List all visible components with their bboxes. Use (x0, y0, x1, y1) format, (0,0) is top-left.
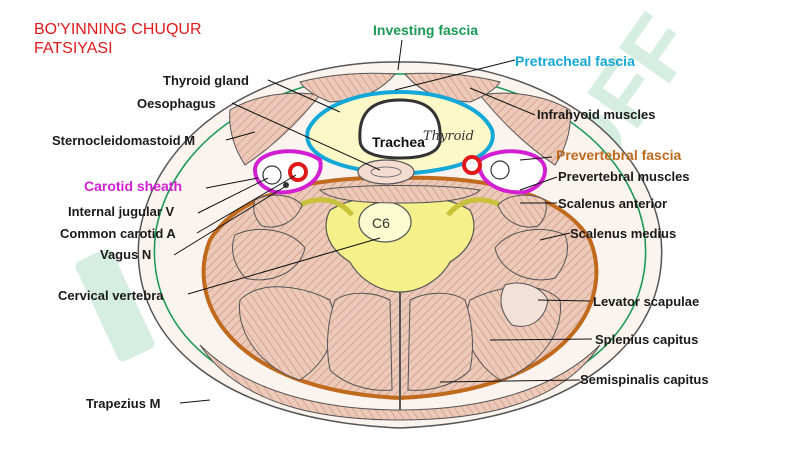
label-vagus: Vagus N (100, 247, 152, 262)
trachea-label: Trachea (372, 134, 425, 150)
scalenus-anterior-left (253, 194, 303, 228)
diagram-title: BO'YINNING CHUQUR FATSIYASI (34, 20, 202, 58)
scalenus-medius-right (494, 228, 568, 281)
label-scalenus-medius: Scalenus medius (570, 226, 677, 241)
internal-jugular-vein-right (490, 160, 510, 180)
label-investing-fascia: Investing fascia (373, 22, 479, 38)
sternocleidomastoid-left (229, 92, 321, 166)
vertebral-body-label: C6 (372, 215, 390, 231)
trapezius-muscle (199, 344, 601, 421)
label-sternocleidomastoid: Sternocleidomastoid M (52, 133, 196, 148)
leader-lines (173, 39, 593, 404)
scalenus-medius-left (232, 228, 306, 281)
label-cervical-vertebra: Cervical vertebra (58, 288, 164, 303)
label-levator-scapulae: Levator scapulae (593, 294, 700, 309)
internal-jugular-vein-left (262, 165, 282, 185)
label-prevertebral-fascia: Prevertebral fascia (556, 147, 682, 163)
label-infrahyoid-muscles: Infrahyoid muscles (537, 107, 656, 122)
semispinalis-capitus-right (407, 292, 473, 391)
label-splenius-capitus: Splenius capitus (595, 332, 699, 347)
transverse-processes (298, 197, 502, 217)
title-line-2: FATSIYASI (34, 40, 113, 57)
semispinalis-capitus-left (327, 292, 393, 391)
oesophagus-lumen (370, 166, 402, 178)
label-internal-jugular: Internal jugular V (68, 204, 175, 219)
label-thyroid-gland: Thyroid gland (163, 73, 249, 88)
label-scalenus-anterior: Scalenus anterior (558, 196, 668, 211)
label-pretracheal-fascia: Pretracheal fascia (515, 53, 635, 69)
common-carotid-artery-right (462, 155, 482, 175)
prevertebral-muscles (318, 185, 482, 204)
label-common-carotid: Common carotid A (60, 226, 176, 241)
sternocleidomastoid-right (479, 92, 571, 166)
label-prevertebral-muscles: Prevertebral muscles (558, 169, 690, 184)
label-oesophagus: Oesophagus (137, 96, 216, 111)
infrahyoid-muscle-left (299, 72, 397, 103)
label-semispinalis-capitus: Semispinalis capitus (580, 372, 709, 387)
levator-scapulae-right (500, 282, 549, 327)
title-line-1: BO'YINNING CHUQUR (34, 21, 202, 38)
label-trapezius: Trapezius M (86, 396, 161, 411)
trachea (358, 98, 442, 160)
label-carotid-sheath: Carotid sheath (84, 178, 183, 194)
thyroid-inner-label: Thyroid (423, 129, 474, 144)
